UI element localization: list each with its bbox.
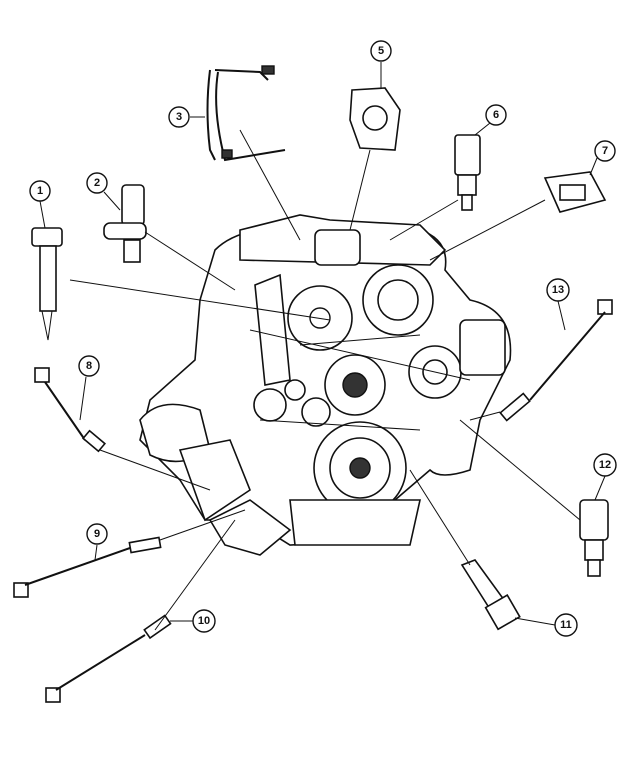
part-7-map-sensor [543,171,607,213]
part-13-oxygen-sensor [499,299,613,422]
svg-text:8: 8 [86,360,92,372]
engine-assembly [139,214,512,556]
callout-12: 12 [593,453,617,477]
part-5-sensor [349,87,401,151]
callout-13: 13 [546,278,570,302]
callout-5: 5 [370,40,392,62]
part-12-sensor [579,499,609,577]
svg-text:1: 1 [37,185,43,197]
svg-text:3: 3 [176,111,182,123]
svg-text:2: 2 [94,177,100,189]
callout-2: 2 [86,172,108,194]
callout-3: 3 [168,106,190,128]
part-10-oxygen-sensor [45,614,172,703]
svg-text:11: 11 [560,619,572,631]
part-11-sensor [460,559,521,631]
part-8-oxygen-sensor [34,367,107,453]
part-1-ignition-coil [31,227,63,341]
callout-1: 1 [29,180,51,202]
svg-text:7: 7 [602,145,608,157]
callout-8: 8 [78,355,100,377]
svg-text:5: 5 [378,45,384,57]
part-9-oxygen-sensor [13,536,162,598]
part-6-sensor [454,134,481,211]
callout-6: 6 [485,104,507,126]
svg-text:6: 6 [493,109,499,121]
part-2-sensor [103,184,147,263]
part-3-wiring-harness [206,65,286,162]
callout-9: 9 [86,523,108,545]
svg-text:12: 12 [599,459,611,471]
callout-11: 11 [554,613,578,637]
svg-text:10: 10 [198,615,210,627]
leader-lines [39,62,606,631]
callout-10: 10 [192,609,216,633]
svg-text:9: 9 [94,528,100,540]
callout-7: 7 [594,140,616,162]
svg-text:13: 13 [552,284,564,296]
